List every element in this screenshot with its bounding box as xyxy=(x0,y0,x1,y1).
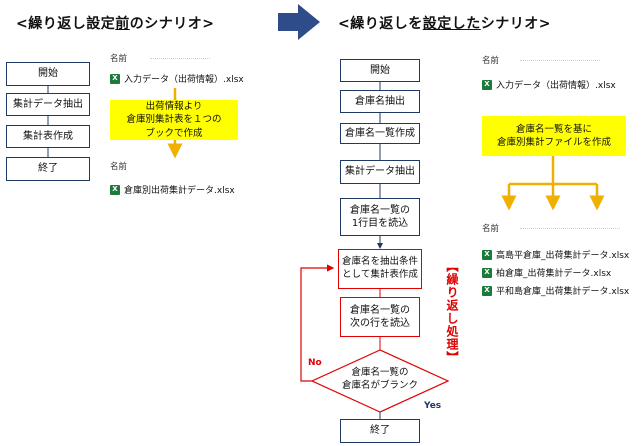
left-note-line-2: 倉庫別集計表を１つの xyxy=(126,114,222,126)
excel-icon: X xyxy=(482,267,492,278)
left-note-line-1: 出荷情報より xyxy=(145,101,203,113)
right-extract-data-box: 集計データ抽出 xyxy=(340,160,420,184)
right-create-list-label: 倉庫名一覧作成 xyxy=(345,127,415,139)
left-end-box: 終了 xyxy=(6,157,90,181)
excel-icon: X xyxy=(110,73,120,84)
right-output-file-2-label: 柏倉庫_出荷集計データ.xlsx xyxy=(496,269,612,279)
right-output-file-3-label: 平和島倉庫_出荷集計データ.xlsx xyxy=(496,287,630,297)
left-start-box: 開始 xyxy=(6,62,90,86)
left-end-label: 終了 xyxy=(38,163,58,175)
right-output-file-1-label: 高島平倉庫_出荷集計データ.xlsx xyxy=(496,251,630,261)
right-start-box: 開始 xyxy=(340,59,420,82)
right-read-first-line-2: 1行目を読込 xyxy=(351,218,409,229)
right-note-line-2: 倉庫別集計ファイルを作成 xyxy=(496,137,611,148)
right-create-list-box: 倉庫名一覧作成 xyxy=(340,123,420,144)
yes-label: Yes xyxy=(424,401,442,411)
excel-icon: X xyxy=(482,79,492,90)
left-output-file-label: 倉庫別出荷集計データ.xlsx xyxy=(124,186,235,196)
right-decision-label: 倉庫名一覧の 倉庫名がブランク xyxy=(330,366,430,393)
left-extract-box: 集計データ抽出 xyxy=(6,93,90,116)
right-decision-line-2: 倉庫名がブランク xyxy=(341,380,418,392)
left-note: 出荷情報より 倉庫別集計表を１つの ブックで作成 xyxy=(110,100,238,140)
left-extract-label: 集計データ抽出 xyxy=(13,98,83,110)
loop-label: 【繰り返し処理】 xyxy=(445,260,459,364)
right-start-label: 開始 xyxy=(370,64,390,76)
right-title-prefix: <繰り返しを xyxy=(338,16,423,32)
left-create-table-label: 集計表作成 xyxy=(23,130,73,142)
left-output-file[interactable]: X 倉庫別出荷集計データ.xlsx xyxy=(110,183,235,196)
left-name-label-1: 名前 xyxy=(110,54,128,64)
right-separator-2 xyxy=(520,228,620,229)
right-read-next-line-2: 次の行を読込 xyxy=(350,318,410,329)
right-read-first-line-1: 倉庫名一覧の xyxy=(350,204,410,216)
right-extract-data-label: 集計データ抽出 xyxy=(345,166,415,178)
right-separator-1 xyxy=(520,60,600,61)
excel-icon: X xyxy=(482,249,492,260)
left-name-label-2: 名前 xyxy=(110,162,128,172)
right-title: <繰り返しを設定したシナリオ> xyxy=(338,13,551,33)
right-name-label-2: 名前 xyxy=(482,224,500,234)
right-end-box: 終了 xyxy=(340,419,420,443)
left-create-table-box: 集計表作成 xyxy=(6,125,90,148)
right-output-file-1[interactable]: X 高島平倉庫_出荷集計データ.xlsx xyxy=(482,248,629,261)
right-read-next-box: 倉庫名一覧の次の行を読込 xyxy=(340,297,420,337)
right-decision-line-1: 倉庫名一覧の xyxy=(351,367,409,378)
right-input-file-label: 入力データ（出荷情報）.xlsx xyxy=(496,81,616,91)
no-label: No xyxy=(308,358,322,368)
right-create-table-box: 倉庫名を抽出条件として集計表作成 xyxy=(338,249,422,289)
right-read-next-line-1: 倉庫名一覧の xyxy=(350,304,410,316)
right-extract-names-box: 倉庫名抽出 xyxy=(340,90,420,113)
right-name-label-1: 名前 xyxy=(482,56,500,66)
right-create-table-line-2: として集計表作成 xyxy=(342,269,418,280)
right-title-underlined: 設定した xyxy=(422,16,481,32)
right-note-line-1: 倉庫名一覧を基に xyxy=(515,123,592,135)
right-read-first-box: 倉庫名一覧の 1行目を読込 xyxy=(340,198,420,236)
left-separator-1 xyxy=(150,58,210,59)
right-output-file-3[interactable]: X 平和島倉庫_出荷集計データ.xlsx xyxy=(482,284,629,297)
left-title: <繰り返し設定前のシナリオ> xyxy=(16,13,214,33)
excel-icon: X xyxy=(110,184,120,195)
right-extract-names-label: 倉庫名抽出 xyxy=(355,95,405,107)
left-start-label: 開始 xyxy=(38,68,58,80)
left-input-file[interactable]: X 入力データ（出荷情報）.xlsx xyxy=(110,72,244,85)
left-note-line-3: ブックで作成 xyxy=(145,127,203,139)
right-input-file[interactable]: X 入力データ（出荷情報）.xlsx xyxy=(482,78,616,91)
transition-arrow-icon xyxy=(278,4,320,40)
left-input-file-label: 入力データ（出荷情報）.xlsx xyxy=(124,75,244,85)
right-note: 倉庫名一覧を基に 倉庫別集計ファイルを作成 xyxy=(482,116,626,156)
left-title-prefix: <繰り返し設定 xyxy=(16,16,116,32)
left-title-suffix: のシナリオ> xyxy=(129,16,215,32)
excel-icon: X xyxy=(482,285,492,296)
right-create-table-line-1: 倉庫名を抽出条件 xyxy=(341,256,418,268)
left-title-underlined: 前 xyxy=(115,16,130,32)
right-output-file-2[interactable]: X 柏倉庫_出荷集計データ.xlsx xyxy=(482,266,611,279)
right-title-suffix: シナリオ> xyxy=(480,16,551,32)
right-end-label: 終了 xyxy=(370,425,390,437)
